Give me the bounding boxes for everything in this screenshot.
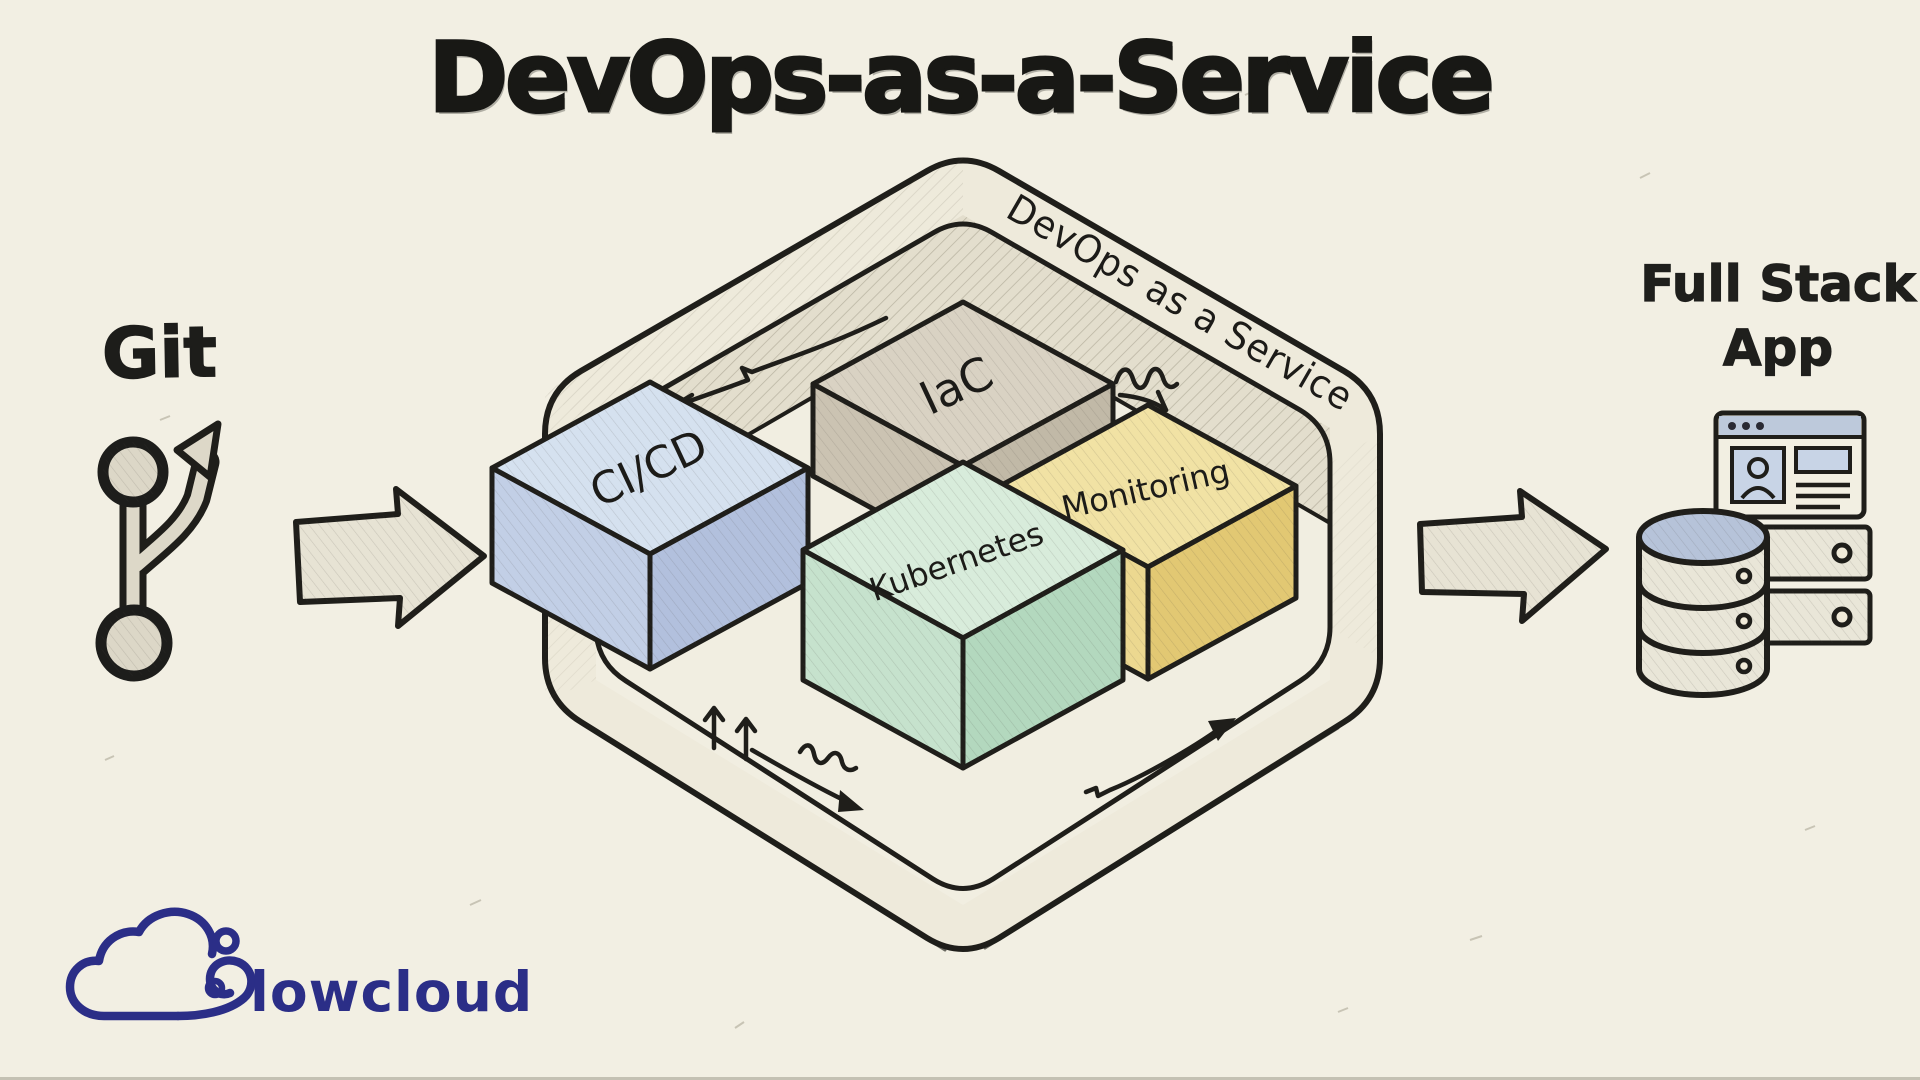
cube-cicd: CI/CD	[489, 379, 811, 672]
flow-arrow-right-icon	[1417, 488, 1609, 624]
git-branch-icon	[95, 420, 222, 682]
full-stack-app-icons	[1636, 410, 1873, 698]
floor-up-arrows-icon	[702, 705, 758, 762]
devops-service-box: DevOps as a Service IaC CI/CD	[489, 152, 1383, 952]
page-title: DevOps-as-a-Service	[427, 21, 1496, 136]
cube-kubernetes: Kubernetes	[800, 459, 1126, 771]
server-icon	[1757, 524, 1873, 646]
full-stack-app-label-line2: App	[1722, 318, 1834, 377]
git-label: Git	[101, 310, 219, 395]
floor-zigzag-arrow-icon	[749, 743, 864, 812]
floor-arrow-upright-icon	[1083, 718, 1236, 799]
full-stack-app-label: Full Stack App	[1628, 252, 1920, 380]
brand-name: lowcloud	[250, 960, 534, 1024]
flow-arrow-left-icon	[293, 486, 487, 629]
box-rim-hatch-right	[1330, 434, 1380, 658]
cloud-logo-icon	[65, 907, 256, 1021]
box-rim-hatch-topleft	[545, 152, 963, 428]
database-icon	[1636, 508, 1770, 698]
browser-window-icon	[1713, 410, 1867, 520]
full-stack-app-label-line1: Full Stack	[1640, 254, 1917, 313]
paper-speckles	[104, 55, 1816, 1029]
